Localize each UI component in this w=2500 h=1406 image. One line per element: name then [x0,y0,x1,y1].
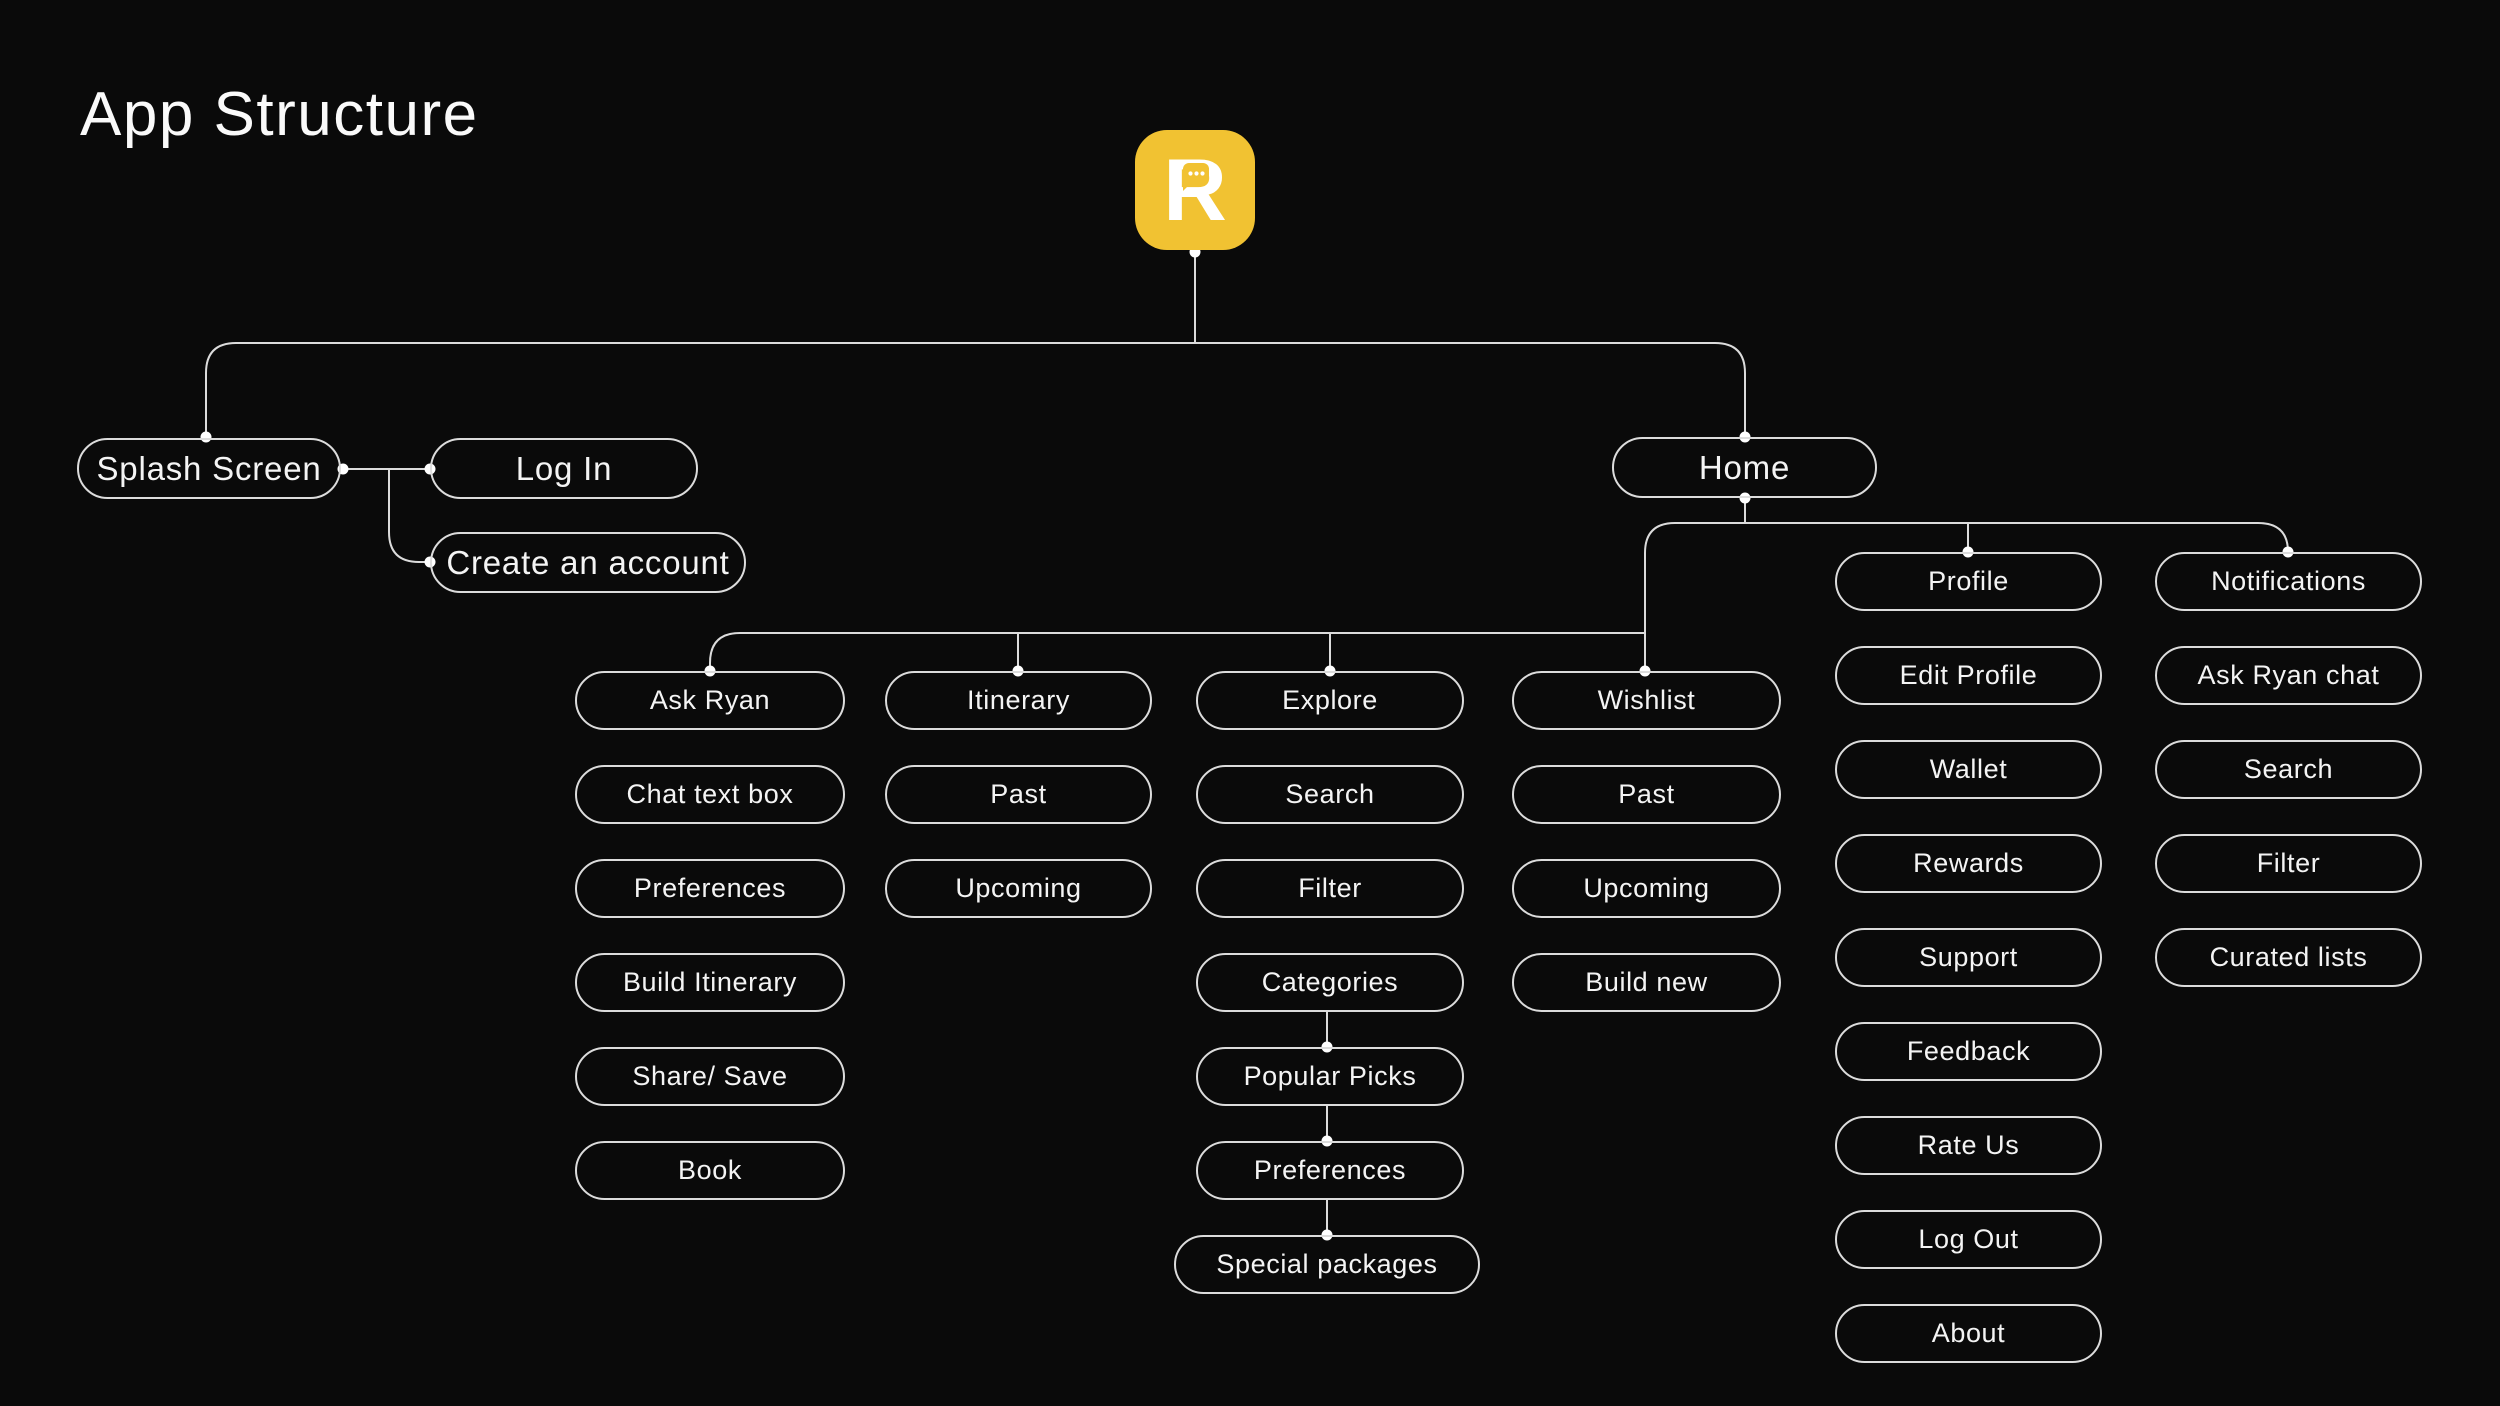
node-itinerary: Itinerary [885,671,1152,730]
node-rewards: Rewards [1835,834,2102,893]
node-explore-search: Search [1196,765,1464,824]
node-curated-lists: Curated lists [2155,928,2422,987]
node-rate-us: Rate Us [1835,1116,2102,1175]
node-wallet: Wallet [1835,740,2102,799]
node-special-packages: Special packages [1174,1235,1480,1294]
node-log-in: Log In [430,438,698,499]
node-wishlist: Wishlist [1512,671,1781,730]
node-log-out: Log Out [1835,1210,2102,1269]
page-title: App Structure [80,80,479,149]
node-notifications-search: Search [2155,740,2422,799]
node-itinerary-past: Past [885,765,1152,824]
node-itinerary-upcoming: Upcoming [885,859,1152,918]
ryan-logo-icon: R [1135,130,1255,250]
node-edit-profile: Edit Profile [1835,646,2102,705]
node-about: About [1835,1304,2102,1363]
node-ask-ryan-preferences: Preferences [575,859,845,918]
node-explore-filter: Filter [1196,859,1464,918]
node-build-new: Build new [1512,953,1781,1012]
node-profile: Profile [1835,552,2102,611]
node-support: Support [1835,928,2102,987]
node-wishlist-upcoming: Upcoming [1512,859,1781,918]
node-wishlist-past: Past [1512,765,1781,824]
logo-letter: R [1163,140,1227,239]
node-create-an-account: Create an account [430,532,746,593]
node-chat-text-box: Chat text box [575,765,845,824]
node-notifications: Notifications [2155,552,2422,611]
node-build-itinerary: Build Itinerary [575,953,845,1012]
node-ask-ryan: Ask Ryan [575,671,845,730]
connector-main-row-branch [709,632,1645,671]
node-share-save: Share/ Save [575,1047,845,1106]
node-book: Book [575,1141,845,1200]
node-home: Home [1612,437,1877,498]
node-explore-preferences: Preferences [1196,1141,1464,1200]
node-explore: Explore [1196,671,1464,730]
node-feedback: Feedback [1835,1022,2102,1081]
connector-home-branch [1644,522,2289,671]
node-popular-picks: Popular Picks [1196,1047,1464,1106]
node-splash-screen: Splash Screen [77,438,341,499]
node-notifications-filter: Filter [2155,834,2422,893]
app-logo: R [1135,130,1255,250]
node-categories: Categories [1196,953,1464,1012]
connector-splash-create-account [388,469,430,563]
node-ask-ryan-chat: Ask Ryan chat [2155,646,2422,705]
connector-top-branch [205,342,1746,437]
